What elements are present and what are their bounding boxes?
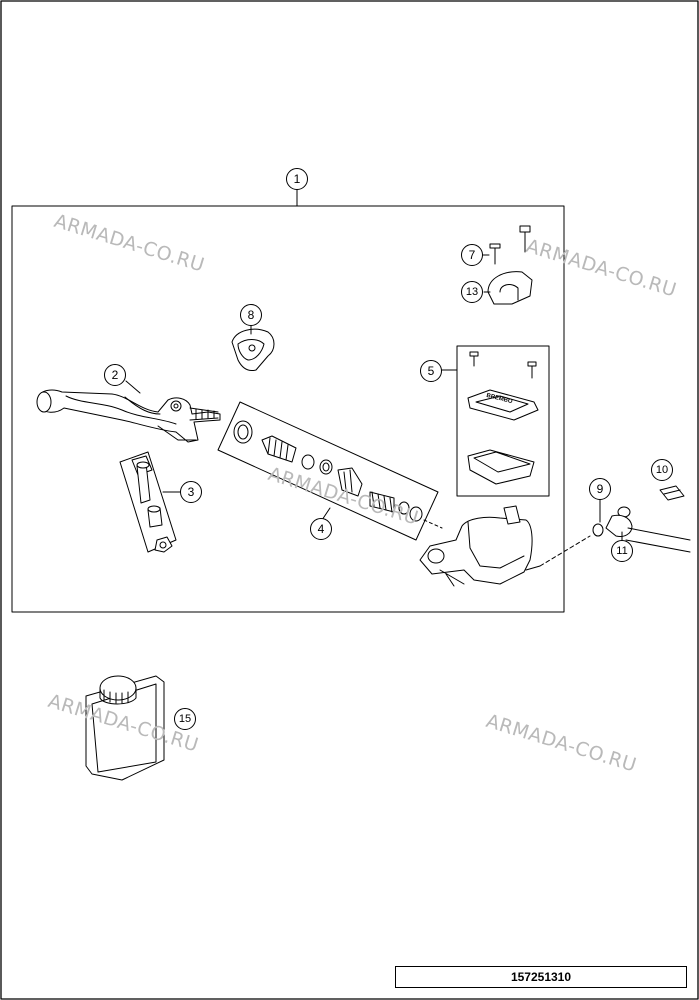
assembly-frame [11,205,565,613]
callout-11[interactable]: 11 [611,540,633,562]
callout-10[interactable]: 10 [651,459,673,481]
callout-5[interactable]: 5 [420,360,442,382]
callout-4[interactable]: 4 [310,518,332,540]
callout-13[interactable]: 13 [461,281,483,303]
brake-lever-drawing [36,389,221,443]
brake-fluid-bottle-drawing [85,675,165,781]
callout-8[interactable]: 8 [240,304,262,326]
repair-kit-drawing [217,401,439,541]
callout-3[interactable]: 3 [180,481,202,503]
hose-connection-drawing [592,485,691,553]
leader-2 [125,380,141,394]
master-cylinder-body-drawing [419,505,591,587]
pivot-bolt-drawing [119,451,177,553]
callout-2[interactable]: 2 [104,364,126,386]
reservoir-cover-kit-drawing [456,345,550,497]
callout-1[interactable]: 1 [286,168,308,190]
callout-15[interactable]: 15 [174,708,196,730]
document-number: 157251310 [395,966,687,988]
callout-7[interactable]: 7 [461,244,483,266]
cover-part-drawing [231,328,275,371]
callout-9[interactable]: 9 [589,478,611,500]
handlebar-clamp-drawing [487,225,533,305]
